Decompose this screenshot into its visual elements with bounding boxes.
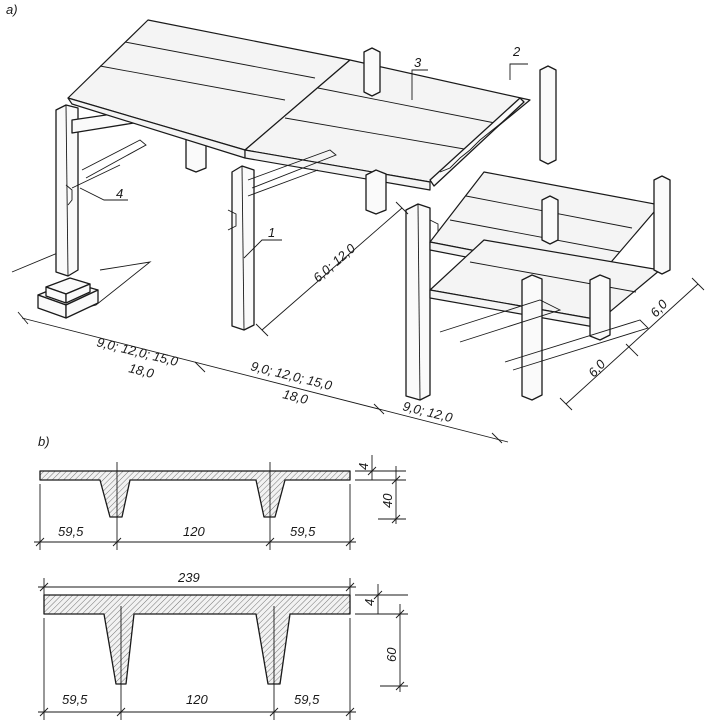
dim-span-depth (255, 201, 409, 337)
section-1-dims (34, 455, 406, 550)
column-middle-back (365, 169, 387, 215)
lower-block (429, 171, 671, 401)
s2-dim-middle: 120 (186, 692, 208, 707)
section-2-profile (43, 594, 351, 685)
column-right-front (405, 203, 439, 401)
s1-dim-right: 59,5 (290, 524, 316, 539)
s2-dim-flange: 4 (362, 599, 377, 606)
callout-1: 1 (268, 225, 275, 240)
dim-right-b: 6,0 (647, 296, 671, 320)
panel-a-label: a) (6, 2, 18, 17)
s1-dim-left: 59,5 (58, 524, 84, 539)
s2-dim-right: 59,5 (294, 692, 320, 707)
s2-dim-width: 239 (177, 570, 200, 585)
section-1-profile (39, 470, 351, 518)
dim-bays (17, 311, 509, 444)
column-middle-front (227, 165, 255, 331)
dim-span-depth-label: 6,0; 12,0 (310, 240, 359, 285)
foundation (11, 251, 152, 319)
panel-b-label: b) (38, 434, 50, 449)
callout-4: 4 (116, 186, 123, 201)
crossbeam-middle (247, 149, 337, 197)
dim-right-a: 6,0 (585, 356, 609, 380)
column-left-front (55, 104, 79, 277)
callout-3: 3 (414, 55, 422, 70)
section-2-dims (38, 578, 408, 720)
s1-dim-height: 40 (380, 493, 395, 508)
dim-right (559, 277, 705, 411)
beam-right-top (429, 97, 525, 187)
s2-dim-height: 60 (384, 647, 399, 662)
dim-bay1-bottom: 18,0 (127, 360, 156, 381)
dim-bay2-bottom: 18,0 (281, 386, 310, 407)
s2-dim-left: 59,5 (62, 692, 88, 707)
s1-dim-middle: 120 (183, 524, 205, 539)
callout-leaders (79, 63, 528, 259)
callout-2: 2 (512, 44, 521, 59)
column-back-top (363, 47, 557, 165)
roof-slabs (67, 19, 531, 191)
s1-dim-flange: 4 (356, 463, 371, 470)
